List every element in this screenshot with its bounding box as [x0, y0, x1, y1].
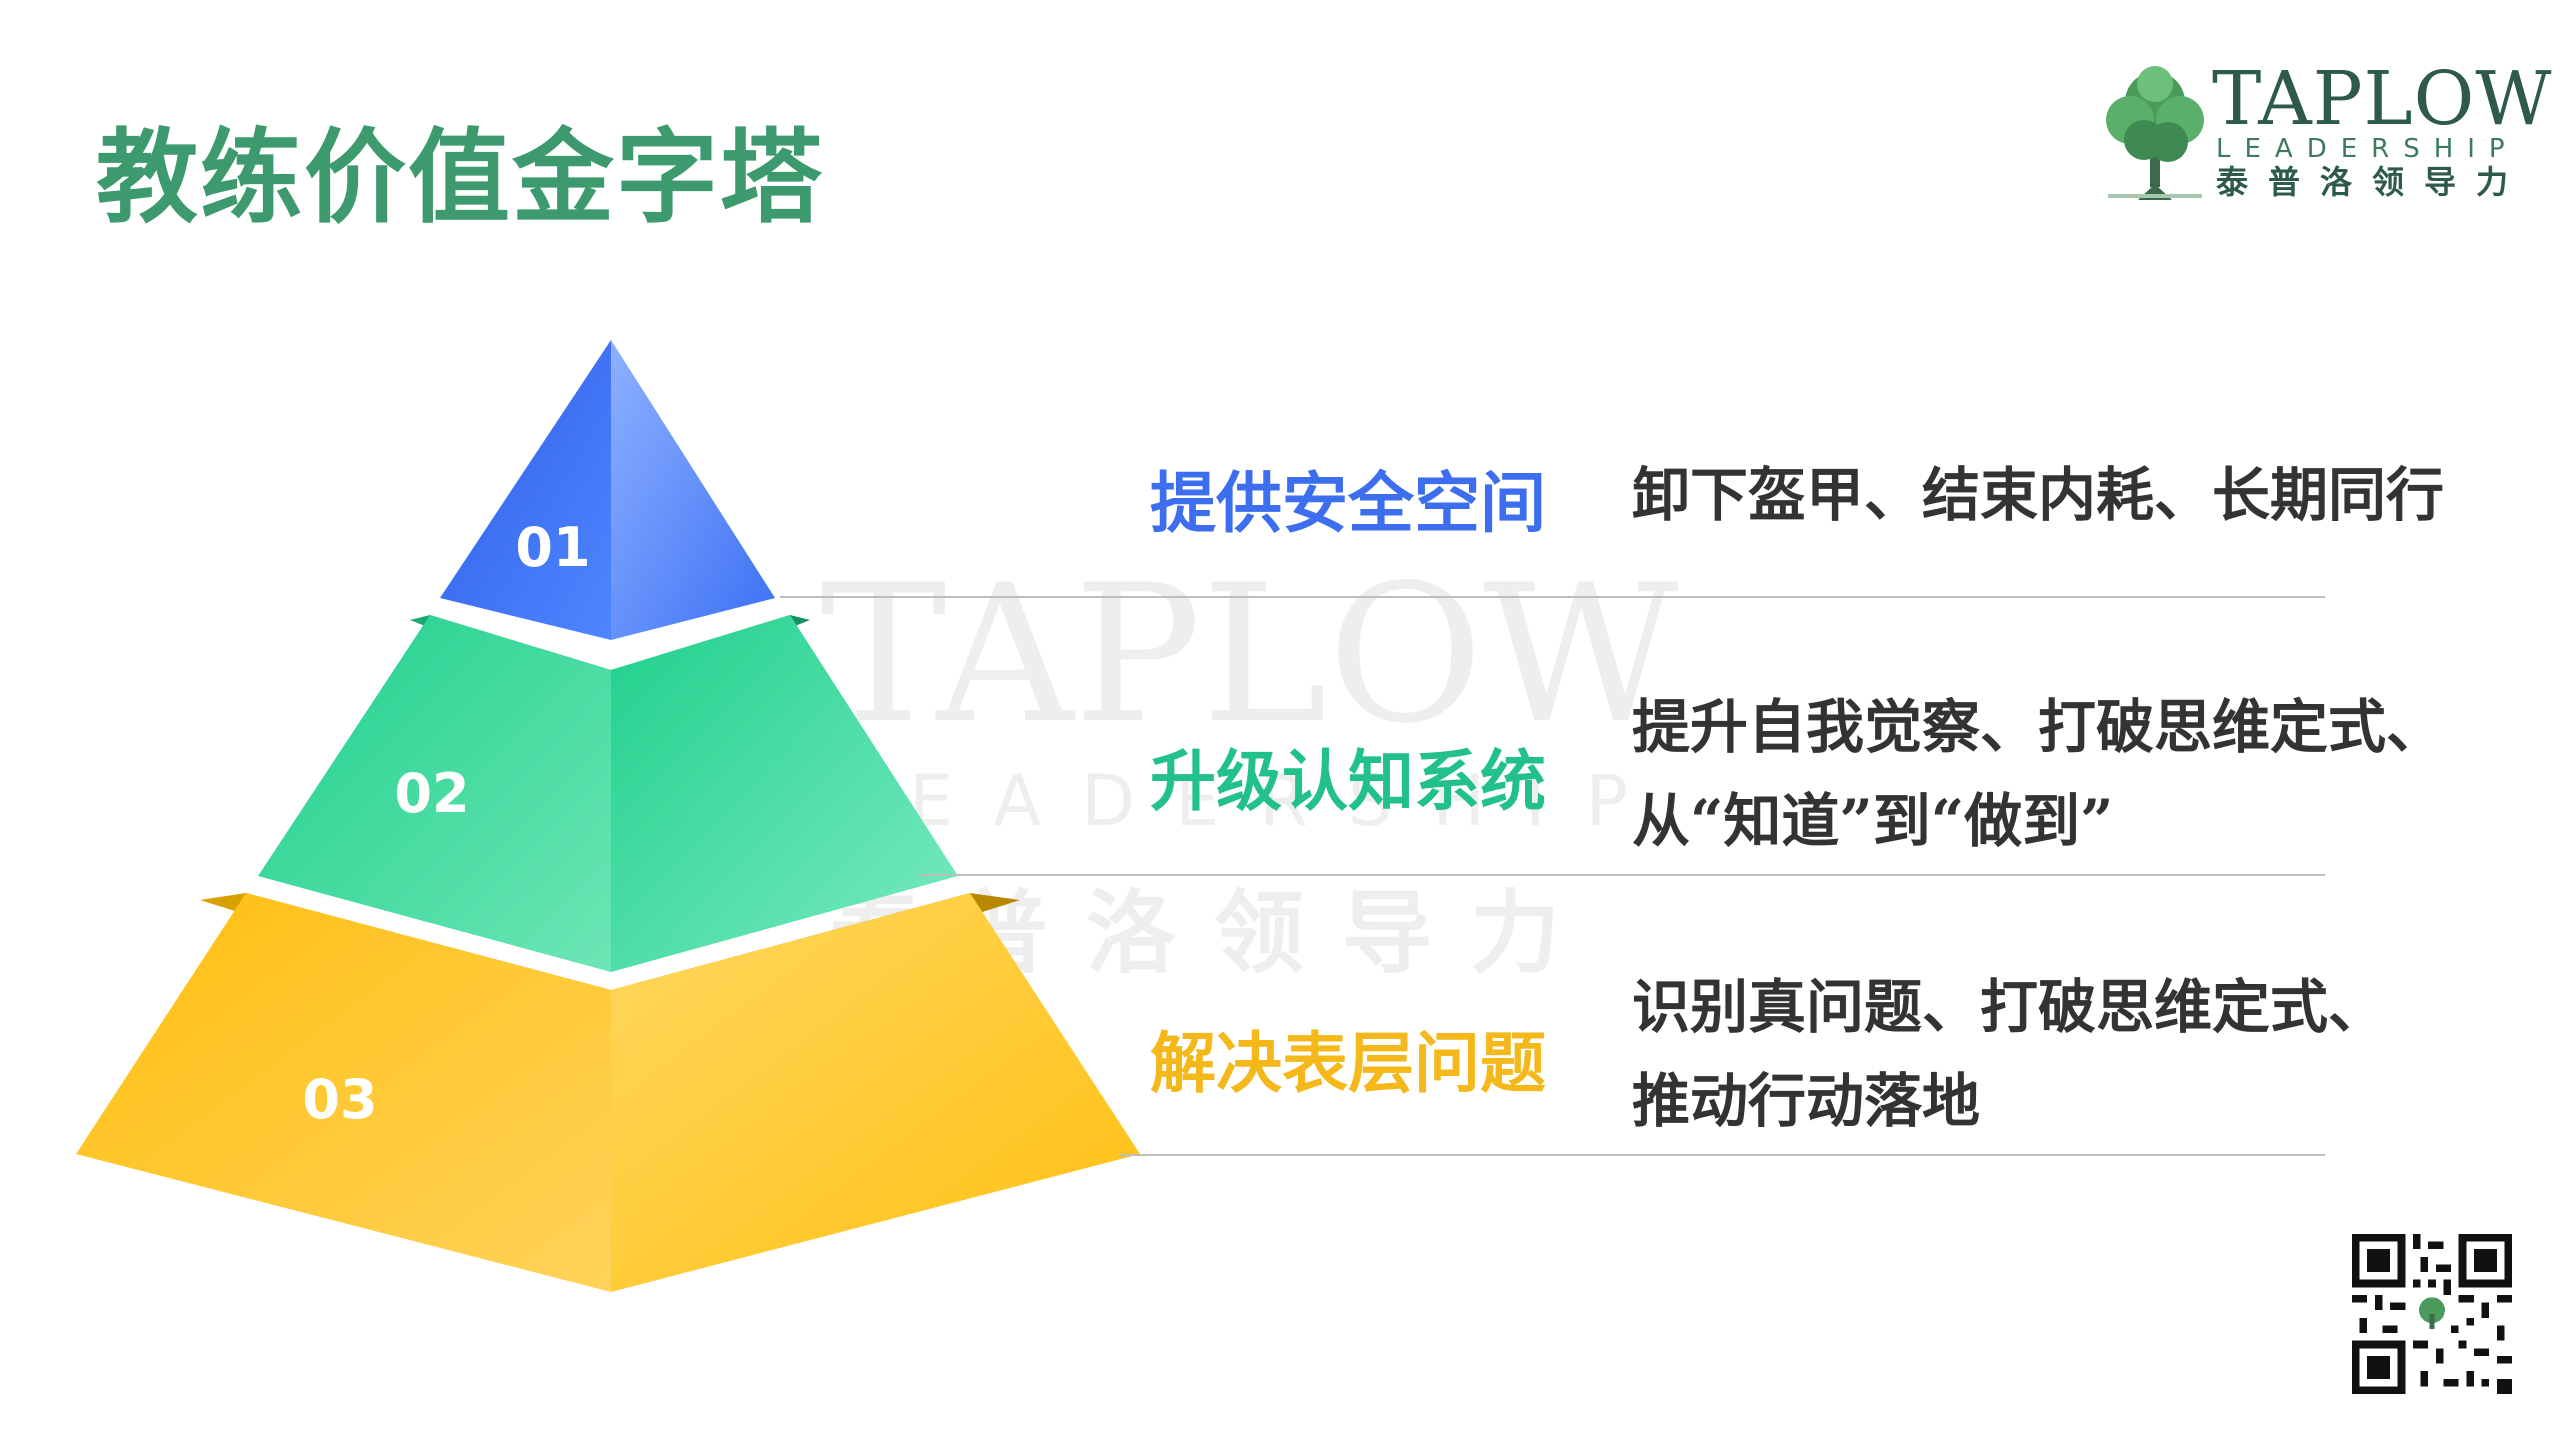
row-3-divider [1120, 1154, 2325, 1156]
row-2-divider [920, 874, 2325, 876]
row-2-description: 提升自我觉察、打破思维定式、 从“知道”到“做到” [1632, 680, 2444, 868]
taplow-logo: TAPLOW LEADERSHIP 泰普洛领导力 [2100, 62, 2551, 202]
tier-2-label: 02 [394, 762, 469, 825]
row-1-divider [780, 596, 2325, 598]
logo-chinese-name: 泰普洛领导力 [2216, 163, 2529, 201]
watermark-name: TAPLOW [820, 544, 1679, 765]
row-3-desc-line-1: 识别真问题、打破思维定式、 [1632, 973, 2387, 1041]
row-3-description: 识别真问题、打破思维定式、 推动行动落地 [1632, 960, 2386, 1148]
logo-name: TAPLOW [2212, 56, 2553, 142]
page-title: 教练价值金字塔 [96, 118, 824, 238]
row-1-desc-line-1: 卸下盔甲、结束内耗、长期同行 [1632, 461, 2445, 529]
pyramid-tier-1: 01 [440, 340, 775, 640]
pyramid-tier-2: 02 [258, 615, 958, 972]
row-2-desc-line-1: 提升自我觉察、打破思维定式、 [1632, 693, 2445, 761]
row-1-heading: 提供安全空间 [1150, 464, 1546, 542]
row-1-description: 卸下盔甲、结束内耗、长期同行 [1632, 448, 2444, 542]
logo-subtitle: LEADERSHIP [2216, 134, 2519, 164]
watermark-subtitle: LEADERSHIP [830, 760, 1668, 842]
qr-code-icon [2352, 1234, 2512, 1394]
row-2-heading: 升级认知系统 [1150, 742, 1546, 820]
tier-1-label: 01 [515, 516, 590, 579]
pyramid-tier-3: 03 [76, 893, 1140, 1292]
row-2-desc-line-2: 从“知道”到“做到” [1632, 787, 2114, 855]
pyramid-diagram: 03 02 01 [76, 340, 1140, 1292]
row-3-desc-line-2: 推动行动落地 [1632, 1067, 1981, 1135]
row-3-heading: 解决表层问题 [1150, 1024, 1546, 1102]
tree-logo-icon [2106, 66, 2204, 200]
tier-3-label: 03 [302, 1068, 377, 1131]
